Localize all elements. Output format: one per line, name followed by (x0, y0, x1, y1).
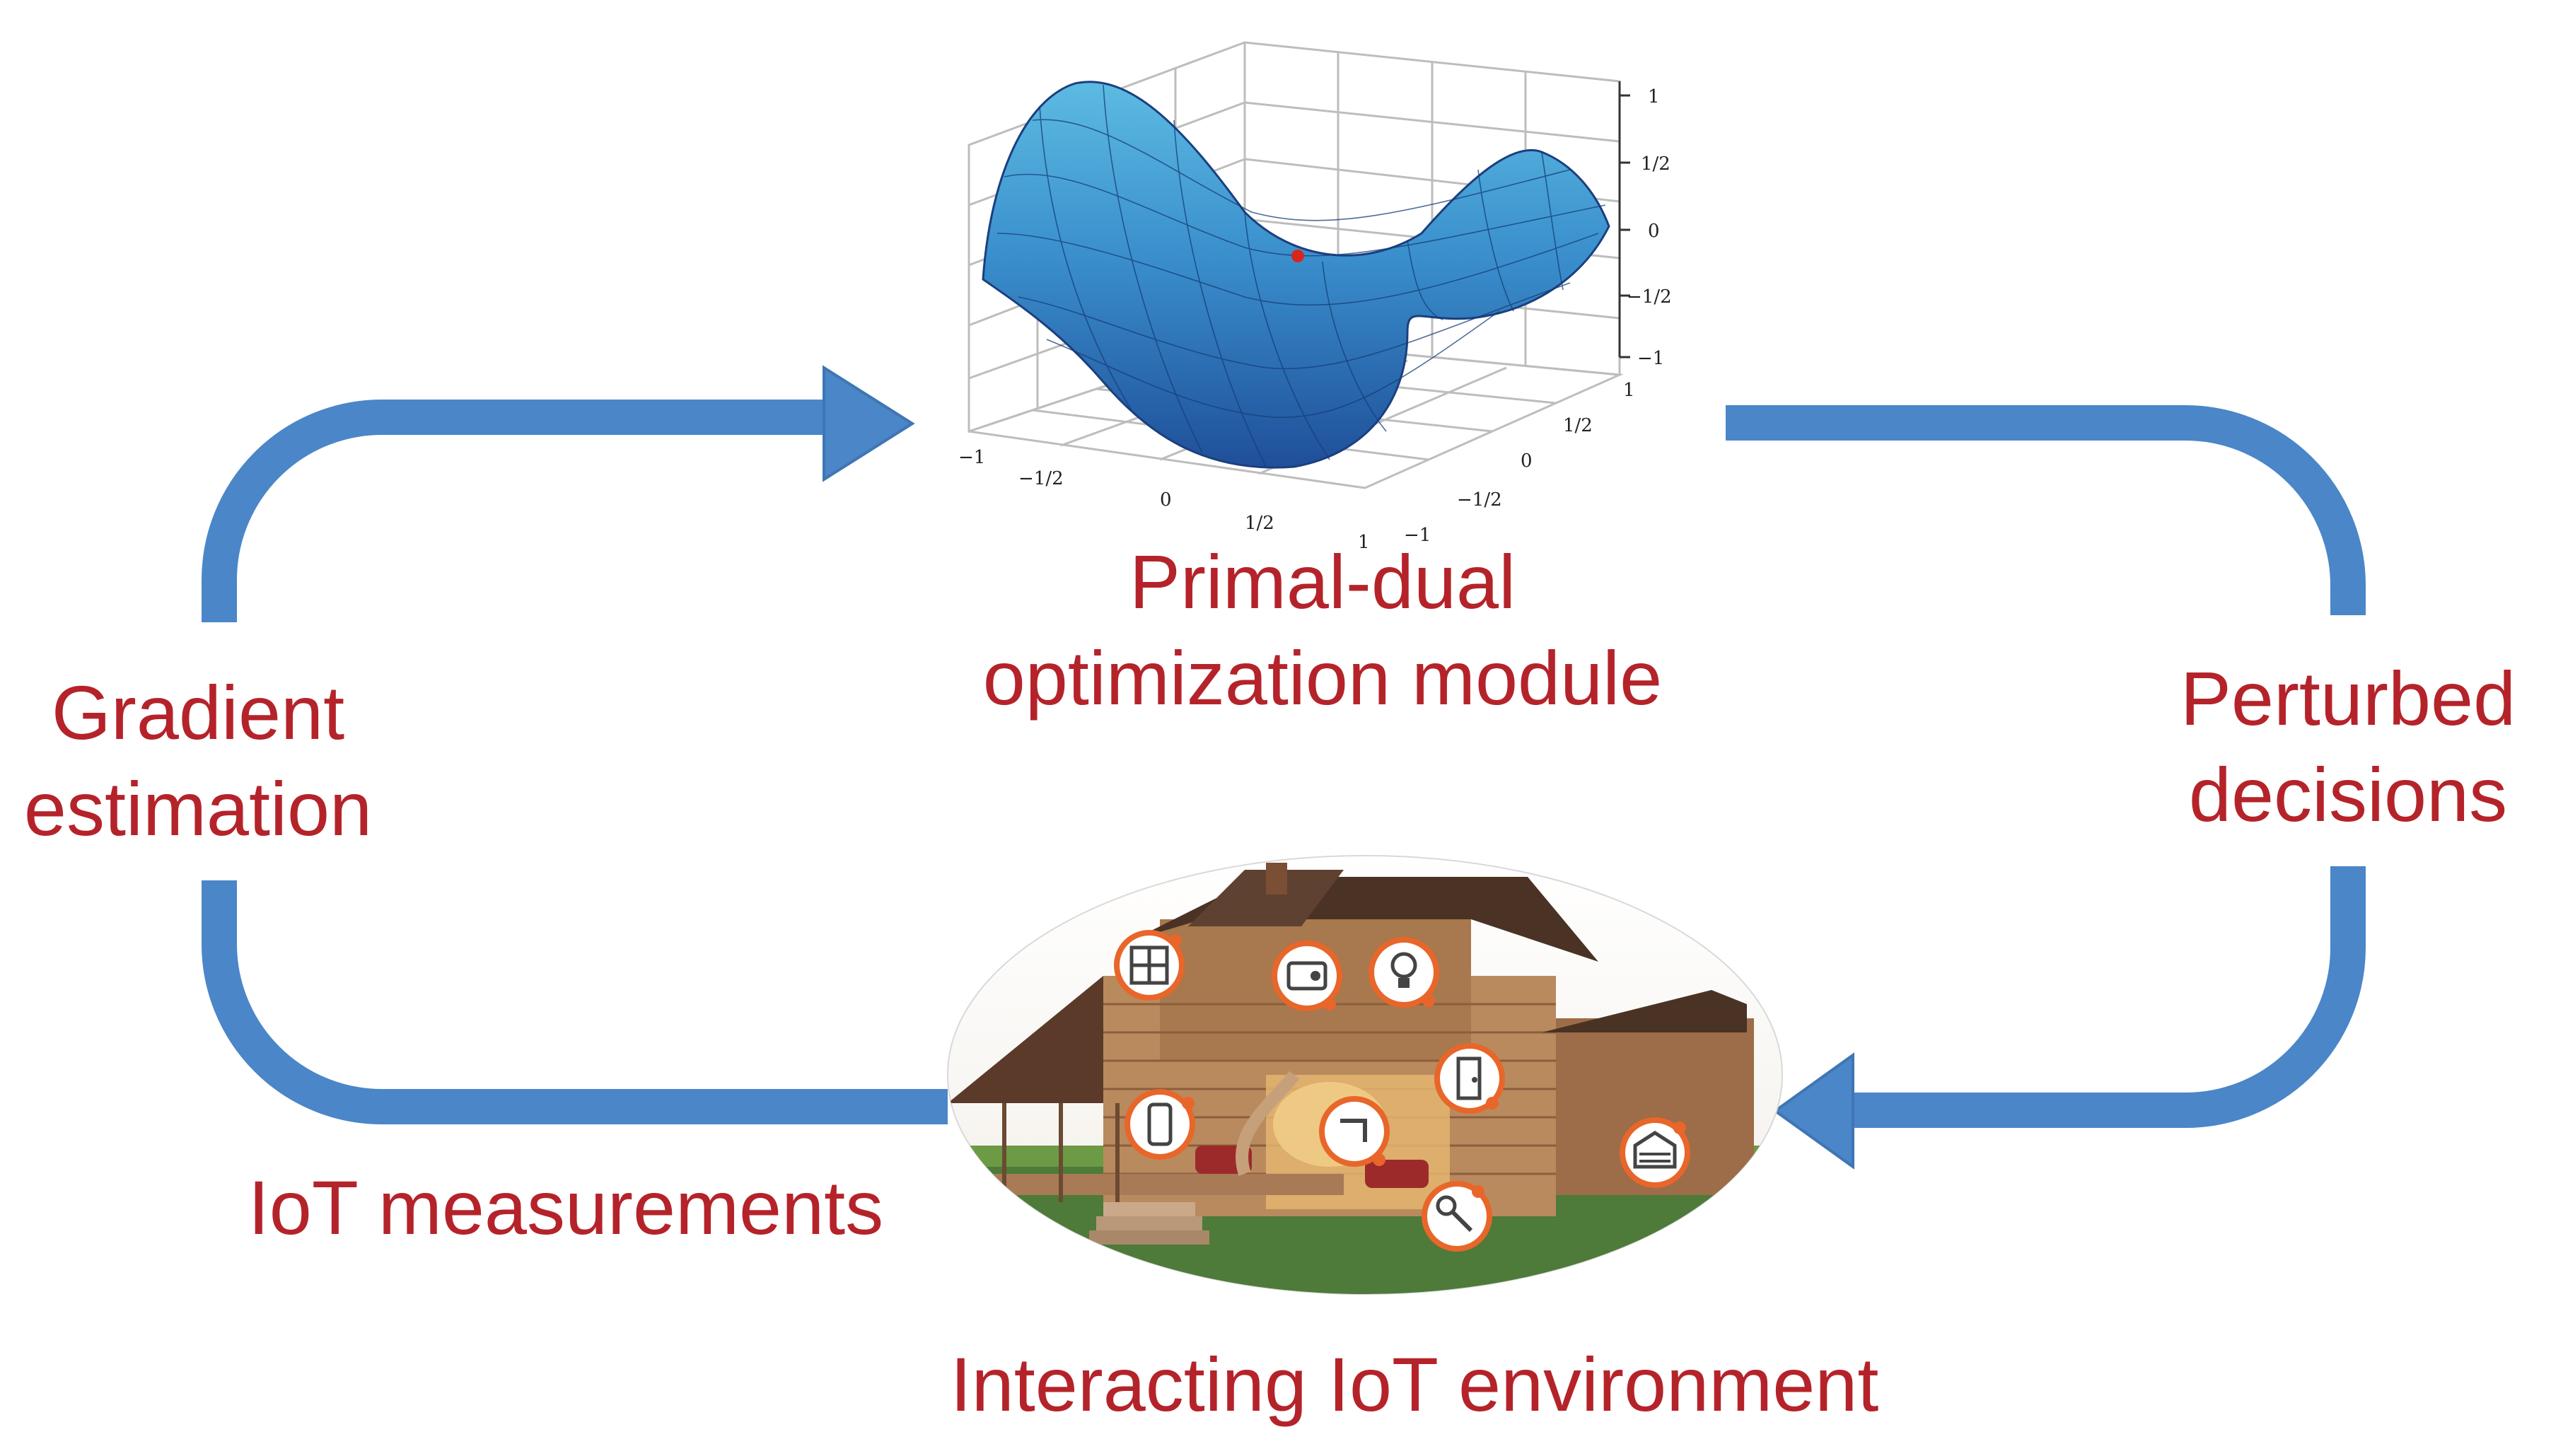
y-tick: 0 (1521, 450, 1533, 472)
loop-arrows (202, 400, 2366, 1128)
faucet-icon (1319, 1096, 1390, 1167)
smart-home-illustration (947, 855, 1783, 1295)
window-icon (1114, 930, 1185, 1001)
house-device-icons (1114, 930, 1690, 1252)
arrow-gradient-to-optimizer (202, 400, 838, 622)
gradient-label-line1: Gradient (51, 670, 345, 755)
z-tick: −1/2 (1627, 286, 1672, 308)
z-axis: 1 1/2 0 −1/2 −1 (1618, 81, 1672, 369)
surface-mesh (996, 84, 1606, 467)
arrowhead-right (823, 365, 915, 482)
optimizer-label-line2: optimization module (982, 635, 1663, 721)
z-tick: 0 (1648, 221, 1660, 242)
y-tick: −1/2 (1457, 489, 1502, 511)
arrow-measurements-to-gradient (202, 880, 948, 1124)
x-tick: 1/2 (1245, 513, 1274, 534)
x-tick: 0 (1160, 489, 1172, 511)
y-tick: 1 (1623, 380, 1635, 401)
z-tick: 1/2 (1641, 153, 1670, 175)
x-tick: 1 (1358, 532, 1370, 553)
door-icon (1434, 1043, 1505, 1114)
perturbed-label-line2: decisions (2188, 752, 2508, 837)
z-tick: −1 (1637, 348, 1664, 369)
saddle-surface (982, 81, 1610, 469)
x-axis: −1 −1/2 0 1/2 1 (958, 447, 1370, 553)
perturbed-decisions-label: Perturbed decisions (2157, 651, 2539, 843)
key-icon (1422, 1181, 1492, 1252)
z-tick: 1 (1648, 86, 1660, 107)
gradient-label-line2: estimation (23, 766, 373, 851)
saddle-surface-plot: 1 1/2 0 −1/2 −1 −1 −1/2 0 1/2 1 1 1/2 0 … (958, 41, 1672, 553)
arrowhead-left (1772, 1052, 1854, 1170)
x-tick: −1 (958, 447, 985, 468)
iot-measurements-label: IoT measurements (248, 1165, 884, 1250)
remote-icon (1125, 1089, 1195, 1160)
optimizer-label: Primal-dual optimization module (948, 534, 1697, 726)
environment-label: Interacting IoT environment (950, 1341, 1879, 1427)
arrow-decisions-to-environment (1839, 866, 2366, 1128)
x-tick: −1/2 (1018, 468, 1064, 489)
perturbed-label-line1: Perturbed (2180, 656, 2516, 741)
y-axis: 1 1/2 0 −1/2 −1 (1404, 380, 1635, 546)
thermostat-icon (1272, 940, 1342, 1011)
garage-icon (1620, 1117, 1690, 1188)
optimizer-label-line1: Primal-dual (1129, 539, 1516, 624)
arrow-optimizer-to-decisions (1726, 405, 2366, 615)
y-tick: 1/2 (1563, 415, 1593, 436)
gradient-estimation-label: Gradient estimation (0, 665, 396, 857)
y-tick: −1 (1404, 525, 1431, 546)
saddle-point-marker (1291, 250, 1304, 262)
light-bulb-icon (1369, 937, 1439, 1008)
